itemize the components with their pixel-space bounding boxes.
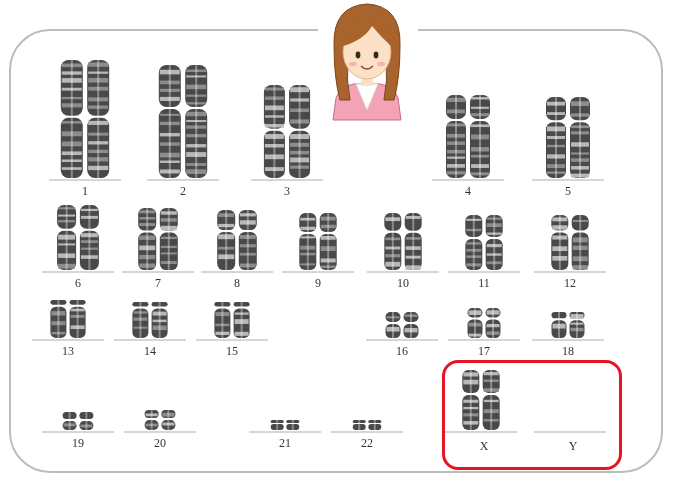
sex-chromosome-label: Y: [553, 439, 593, 453]
baseline: [124, 431, 196, 433]
chromosome: [368, 420, 381, 430]
chromosome: [87, 60, 109, 178]
chromosome: [63, 412, 77, 430]
chromosome: [551, 215, 568, 270]
baseline: [42, 271, 114, 273]
chromosome-number: 13: [48, 344, 88, 358]
chromosome: [384, 213, 401, 270]
chromosome-number: 15: [212, 344, 252, 358]
chromosome: [462, 370, 479, 430]
chromosome: [264, 85, 285, 178]
baseline: [448, 339, 520, 341]
chromosome: [299, 213, 316, 270]
baseline: [534, 431, 606, 433]
chromosome: [214, 302, 230, 338]
outer-frame: [10, 30, 662, 472]
baseline: [532, 339, 604, 341]
chromosome-number: 5: [548, 184, 588, 198]
chromosome-number: 2: [163, 184, 203, 198]
chromosome-number: 19: [58, 436, 98, 450]
chromosome: [353, 420, 366, 430]
baseline: [366, 339, 438, 341]
chromosome: [483, 370, 500, 430]
baseline: [249, 431, 321, 433]
chromosome: [132, 302, 148, 338]
chromosome: [470, 95, 490, 178]
chromosome-number: 9: [298, 276, 338, 290]
chromosome: [271, 420, 284, 430]
chromosome-number: 4: [448, 184, 488, 198]
chromosome-number: 17: [464, 344, 504, 358]
chromosome: [80, 205, 99, 270]
chromosome: [79, 412, 93, 430]
chromosome: [320, 213, 337, 270]
chromosome: [468, 308, 483, 338]
baseline: [367, 271, 439, 273]
chromosome-number: 10: [383, 276, 423, 290]
baseline: [448, 271, 520, 273]
chromosome: [70, 300, 86, 338]
chromosome-number: 12: [550, 276, 590, 290]
chromosome: [234, 302, 250, 338]
baseline: [147, 179, 219, 181]
chromosome: [552, 312, 567, 338]
chromosome-number: 22: [347, 436, 387, 450]
baseline: [201, 271, 273, 273]
baseline: [331, 431, 403, 433]
chromosome: [159, 65, 181, 178]
chromosome: [160, 208, 178, 270]
chromosome-number: 11: [464, 276, 504, 290]
baseline: [432, 179, 504, 181]
chromosome-number: 21: [265, 436, 305, 450]
chromosome: [486, 215, 503, 270]
baseline: [196, 339, 268, 341]
baseline: [32, 339, 104, 341]
chromosome: [572, 215, 589, 270]
chromosome-number: 8: [217, 276, 257, 290]
chromosome: [185, 65, 207, 178]
chromosome: [239, 210, 257, 270]
chromosome-number: 7: [138, 276, 178, 290]
chromosome: [386, 312, 401, 338]
chromosome: [57, 205, 76, 270]
chromosome: [61, 60, 83, 178]
chromosome: [138, 208, 156, 270]
chromosome: [161, 410, 175, 430]
chromosome-number: 18: [548, 344, 588, 358]
baseline: [534, 271, 606, 273]
chromosome: [286, 420, 299, 430]
chromosome-number: 16: [382, 344, 422, 358]
chromosome: [405, 213, 422, 270]
chromosome: [217, 210, 235, 270]
highlight-box: XY: [442, 360, 622, 470]
chromosome: [546, 97, 566, 178]
baseline: [532, 179, 604, 181]
chromosome: [152, 302, 168, 338]
girl-icon: [333, 4, 401, 120]
baseline: [114, 339, 186, 341]
baseline: [445, 431, 517, 433]
baseline: [251, 179, 323, 181]
baseline: [49, 179, 121, 181]
chromosome-number: 20: [140, 436, 180, 450]
baseline: [122, 271, 194, 273]
baseline: [282, 271, 354, 273]
chromosome: [570, 312, 585, 338]
chromosome: [404, 312, 419, 338]
chromosome: [145, 410, 159, 430]
baseline: [42, 431, 114, 433]
chromosome: [486, 308, 501, 338]
chromosome-number: 3: [267, 184, 307, 198]
chromosome: [446, 95, 466, 178]
chromosome: [570, 97, 590, 178]
chromosome-number: 1: [65, 184, 105, 198]
chromosome-number: 14: [130, 344, 170, 358]
sex-chromosome-label: X: [464, 439, 504, 453]
chromosome-number: 6: [58, 276, 98, 290]
chromosome: [50, 300, 66, 338]
chromosome: [289, 85, 310, 178]
chromosome: [465, 215, 482, 270]
